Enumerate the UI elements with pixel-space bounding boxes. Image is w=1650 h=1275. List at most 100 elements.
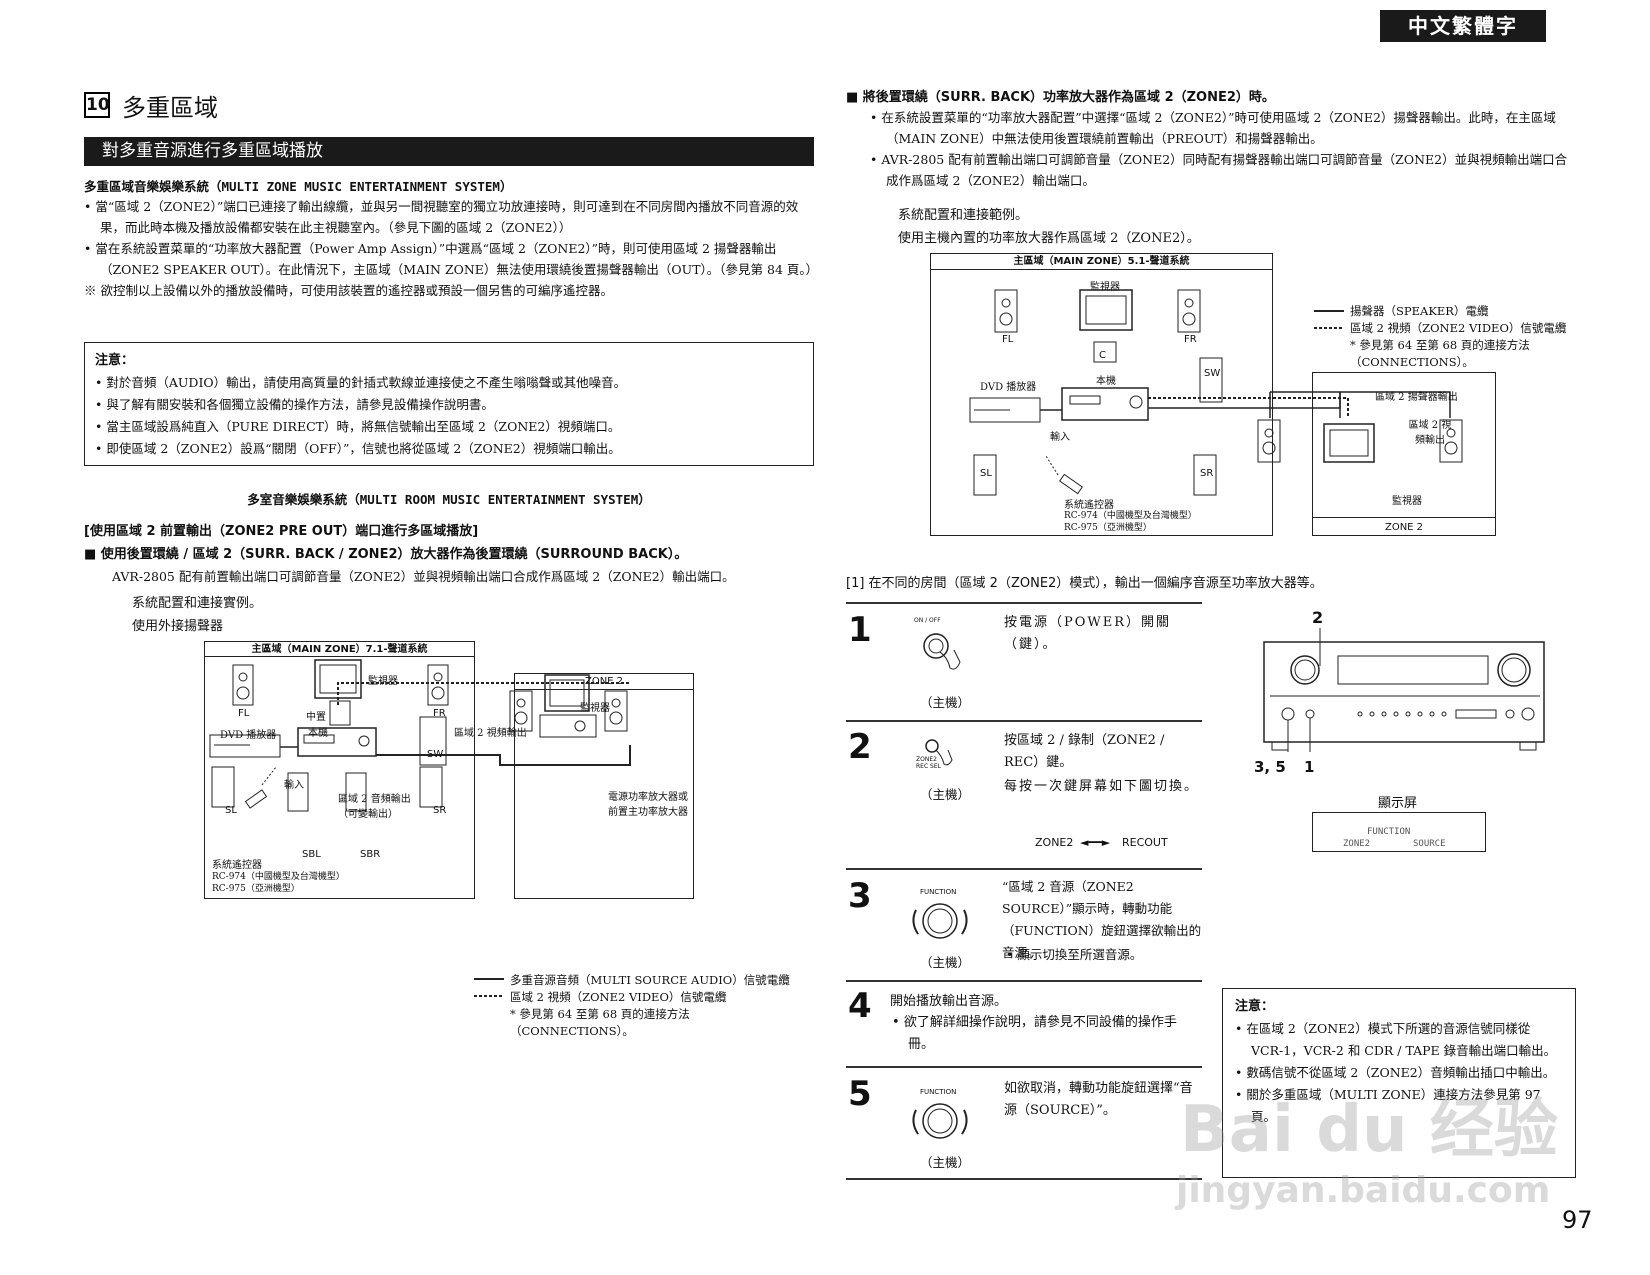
display-screen: FUNCTION ZONE2 SOURCE bbox=[1312, 812, 1486, 852]
step-text: 按電源（POWER）開關（鍵）。 bbox=[1004, 615, 1172, 652]
toggle-zone2: ZONE2 bbox=[1035, 836, 1074, 849]
watermark-url: jingyan.baidu.com bbox=[1176, 1170, 1551, 1211]
step-bullet: • 顯示切換至所選音源。 bbox=[1006, 947, 1143, 962]
receiver-icon bbox=[1061, 387, 1149, 421]
right-diagram-graphics bbox=[969, 289, 1463, 496]
label-dvd: DVD 播放器 bbox=[220, 730, 277, 741]
subwoofer-icon bbox=[419, 716, 447, 766]
label-remote-model: RC-974（中國機型及台灣機型） bbox=[1064, 511, 1197, 521]
speaker-fr-icon bbox=[427, 664, 449, 706]
step-number: 3 bbox=[848, 876, 872, 916]
legend-item: * 參見第 64 至第 68 頁的連接方法（CONNECTIONS）。 bbox=[1350, 338, 1530, 369]
speaker-fl-icon bbox=[994, 289, 1018, 333]
legend-item: 區域 2 視頻（ZONE2 VIDEO）信號電纜 bbox=[510, 990, 727, 1004]
step-caption: （主機） bbox=[920, 1155, 971, 1170]
label-remote-model: RC-975（亞洲機型） bbox=[1064, 523, 1152, 533]
label-fr: FR bbox=[1184, 334, 1197, 345]
note-title: 注意： bbox=[1235, 999, 1275, 1014]
legend-item: * 參見第 64 至第 68 頁的連接方法（CONNECTIONS）。 bbox=[510, 1007, 690, 1038]
step-divider bbox=[846, 1178, 1202, 1180]
label-amplifier: 電源功率放大器或前置主功率放大器 bbox=[608, 792, 688, 818]
list-item: • 當在系統設置菜單的“功率放大器配置（Power Amp Assign）”中選… bbox=[84, 241, 819, 277]
display-line: FUNCTION bbox=[1367, 827, 1411, 837]
step-number: 2 bbox=[848, 727, 872, 767]
watermark-brand: Bai du 经验 bbox=[1180, 1093, 1558, 1167]
remark: ※ 欲控制以上設備以外的播放設備時，可使用該裝置的遙控器或預設一個另售的可編序遙… bbox=[84, 283, 613, 298]
label-remote-model: RC-974（中國機型及台灣機型） bbox=[212, 872, 345, 882]
list-item: • 在系統設置菜單的“功率放大器配置”中選擇“區域 2（ZONE2）”時可使用區… bbox=[870, 110, 1556, 146]
speaker-sr-icon bbox=[419, 766, 443, 808]
step-text: 每按一次鍵屏幕如下圖切換。 bbox=[1004, 779, 1200, 794]
legend-item: 揚聲器（SPEAKER）電纜 bbox=[1350, 304, 1489, 318]
power-button-icon bbox=[923, 633, 961, 670]
left-bullets: • 當“區域 2（ZONE2）”端口已連接了輸出線纜，並與另一間視聽室的獨立功放… bbox=[84, 196, 819, 301]
receiver-callout-3-5: 3, 5 bbox=[1254, 758, 1286, 776]
label-zone2-monitor: 監視器 bbox=[580, 703, 610, 714]
remote-icon bbox=[1045, 455, 1084, 495]
step-divider bbox=[846, 868, 1202, 870]
step-number: 5 bbox=[848, 1074, 872, 1114]
label-sr: SR bbox=[433, 805, 447, 816]
step-bullet: • 欲了解詳細操作說明，請參見不同設備的操作手冊。 bbox=[892, 1015, 1177, 1052]
receiver-callout-2: 2 bbox=[1312, 608, 1324, 627]
section-number: 10 bbox=[84, 92, 110, 118]
receiver-front-panel-icon bbox=[1263, 628, 1545, 752]
zone2-speaker-icon bbox=[1257, 419, 1281, 463]
label-remote-model: RC-975（亞洲機型） bbox=[212, 884, 300, 894]
display-title: 顯示屏 bbox=[1378, 796, 1418, 811]
label-zone2-video-out: 區域 2 視頻輸出 bbox=[454, 728, 527, 739]
list-item: • 當主區域設爲純直入（PURE DIRECT）時，將無信號輸出至區域 2（ZO… bbox=[95, 419, 621, 434]
diagram-title: 主區域（MAIN ZONE）5.1-聲道系統 bbox=[931, 254, 1272, 270]
function-knob-icon bbox=[912, 1103, 968, 1139]
speaker-fr-icon bbox=[1177, 289, 1201, 333]
step-divider bbox=[846, 980, 1202, 982]
label-sl: SL bbox=[980, 468, 992, 479]
config-line: 使用外接揚聲器 bbox=[132, 619, 224, 634]
toggle-arrow-icon: ◄━━► bbox=[1080, 836, 1111, 849]
square-heading-right: ■ 將後置環繞（SURR. BACK）功率放大器作為區域 2（ZONE2）時。 bbox=[846, 90, 1275, 105]
power-icon-label: ON / OFF bbox=[914, 617, 941, 624]
avr-description: AVR-2805 配有前置輸出端口可調節音量（ZONE2）並與視頻輸出端口合成作… bbox=[112, 569, 735, 584]
legend-item: 多重音源音頻（MULTI SOURCE AUDIO）信號電纜 bbox=[510, 973, 790, 987]
language-tag: 中文繁體字 bbox=[1380, 10, 1546, 42]
center-speaker-icon bbox=[1093, 341, 1117, 363]
label-input: 輸入 bbox=[284, 780, 304, 791]
amplifier-icon bbox=[539, 714, 597, 738]
square-heading-left: ■ 使用後置環繞 / 區域 2（SURR. BACK / ZONE2）放大器作為… bbox=[84, 547, 688, 562]
label-monitor: 監視器 bbox=[1090, 282, 1120, 293]
zone2-speaker-icon bbox=[604, 690, 628, 732]
step-caption: （主機） bbox=[920, 695, 971, 710]
config-line: 系統配置和連接範例。 bbox=[898, 208, 1029, 223]
legend-right: 揚聲器（SPEAKER）電纜 區域 2 視頻（ZONE2 VIDEO）信號電纜 … bbox=[1350, 303, 1590, 371]
zone2-button-icon bbox=[925, 739, 953, 766]
legend-lines bbox=[1314, 310, 1344, 329]
step-caption: （主機） bbox=[920, 787, 971, 802]
note-box-left: 注意： • 對於音頻（AUDIO）輸出，請使用高質量的針插式軟線並連接使之不產生… bbox=[84, 342, 814, 466]
label-sl: SL bbox=[225, 805, 237, 816]
step-number: 4 bbox=[848, 986, 872, 1026]
list-item: • 即使區域 2（ZONE2）設爲“關閉（OFF）”，信號也將從區域 2（ZON… bbox=[95, 441, 621, 456]
speaker-sr-icon bbox=[1193, 454, 1217, 496]
list-item: • 關於多重區域（MULTI ZONE）連接方法參見第 97 頁。 bbox=[1235, 1087, 1541, 1124]
step-divider bbox=[846, 1066, 1202, 1068]
step-number: 1 bbox=[848, 610, 872, 650]
step-divider bbox=[846, 720, 1202, 722]
function-icon-label: FUNCTION bbox=[920, 888, 957, 896]
zone2-speaker-icon bbox=[1439, 419, 1463, 463]
step-text: 開始播放輸出音源。 bbox=[890, 994, 1008, 1009]
page-number: 97 bbox=[1562, 1206, 1593, 1234]
dvd-player-icon bbox=[969, 397, 1041, 423]
mode-heading: [1] 在不同的房間（區域 2（ZONE2）模式），輸出一個編序音源至功率放大器… bbox=[846, 576, 1323, 591]
label-zone2-video-out: 區域 2 視頻輸出 bbox=[1408, 420, 1452, 446]
function-knob-icon bbox=[912, 903, 968, 939]
list-item: • 在區域 2（ZONE2）模式下所選的音源信號同樣從 VCR-1，VCR-2 … bbox=[1235, 1021, 1557, 1058]
label-remote: 系統遙控器 bbox=[212, 860, 262, 871]
legend-item: 區域 2 視頻（ZONE2 VIDEO）信號電纜 bbox=[1350, 321, 1567, 335]
label-monitor: 監視器 bbox=[368, 676, 398, 687]
dvd-player-icon bbox=[209, 734, 281, 758]
zone2-speaker-icon bbox=[509, 690, 533, 732]
legend-left: 多重音源音頻（MULTI SOURCE AUDIO）信號電纜 區域 2 視頻（Z… bbox=[510, 972, 800, 1040]
right-bullets: • 在系統設置菜單的“功率放大器配置”中選擇“區域 2（ZONE2）”時可使用區… bbox=[870, 107, 1575, 191]
zone2-icon-label: ZONE2 REC SEL bbox=[916, 756, 941, 770]
label-sw: SW bbox=[1204, 368, 1221, 379]
